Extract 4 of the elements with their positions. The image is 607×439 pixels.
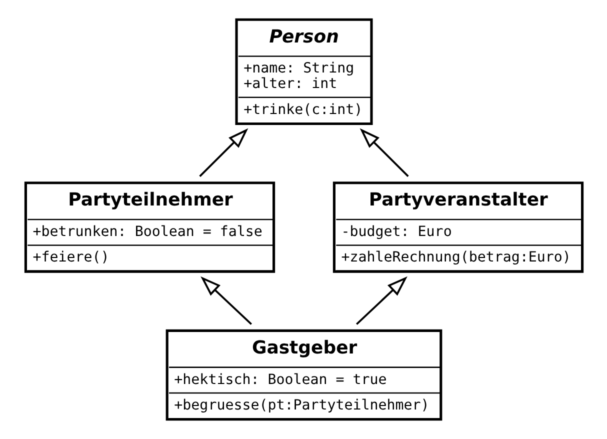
arrow — [198, 128, 248, 177]
arrow — [359, 128, 408, 177]
arrow — [355, 276, 407, 325]
arrow — [200, 276, 252, 325]
